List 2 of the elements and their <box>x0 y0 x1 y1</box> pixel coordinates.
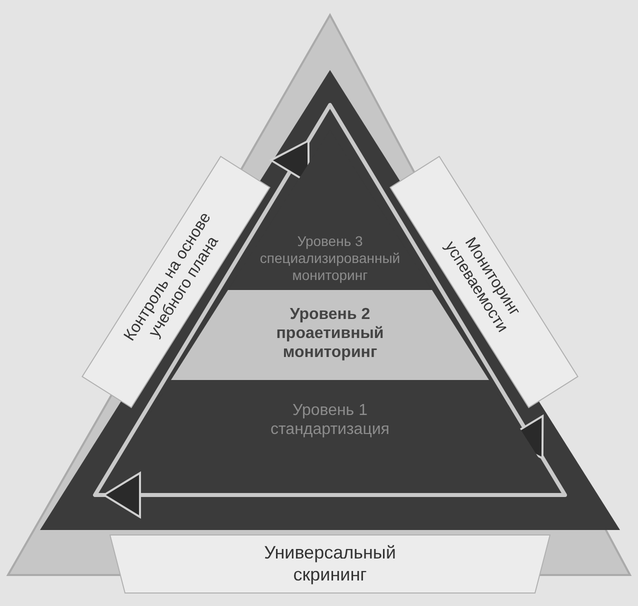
level-label: Уровень 3 специализированный мониторинг <box>240 232 420 284</box>
level-label: Уровень 1 стандартизация <box>255 400 405 440</box>
